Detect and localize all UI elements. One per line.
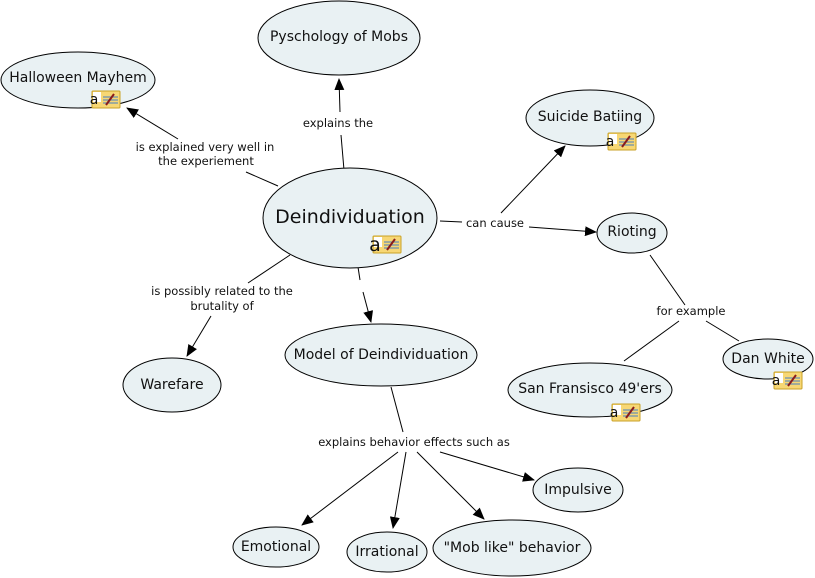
edge-rioting-to-for-example (649, 254, 686, 306)
concept-label: Rioting (607, 224, 656, 240)
edge-brutality-to-warefare (186, 315, 212, 357)
edge-for-example-to-danwhite (705, 320, 740, 342)
annotation-note-icon[interactable]: a (610, 403, 641, 422)
concept-irrational[interactable]: Irrational (346, 531, 428, 573)
svg-text:a: a (369, 234, 381, 256)
annotation-note-icon[interactable]: a (90, 90, 121, 109)
concept-rioting[interactable]: Rioting (596, 212, 668, 254)
concept-label: Irrational (355, 544, 418, 560)
edge-explains-the-to-psych (334, 78, 345, 113)
edge-explains-behavior-to-emotional (301, 451, 399, 526)
svg-text:a: a (772, 373, 781, 389)
concept-deindividuation[interactable]: Deindividuation a (262, 167, 438, 269)
concept-sf-49ers[interactable]: San Fransisco 49'ers a (507, 362, 673, 422)
concept-label: Deindividuation (275, 206, 425, 228)
edge-deind-to-model-2 (362, 291, 373, 323)
concept-label: Warefare (140, 377, 203, 393)
svg-text:a: a (90, 92, 99, 108)
edge-deind-to-explained (245, 171, 279, 187)
link-phrase-for-example[interactable]: for example (657, 304, 726, 318)
link-phrase-brutality-line2[interactable]: brutality of (190, 299, 254, 313)
edge-explains-behavior-to-irrational (389, 451, 407, 529)
edge-explains-behavior-to-impulsive (439, 451, 535, 482)
edge-can-cause-to-suicide (500, 145, 566, 214)
annotation-note-icon[interactable]: a (772, 371, 803, 390)
annotation-note-icon[interactable]: a (369, 234, 402, 256)
concept-dan-white[interactable]: Dan White a (722, 338, 814, 390)
edge-model-to-explains-behavior (390, 386, 404, 433)
concept-label: Impulsive (544, 482, 612, 498)
concept-label: San Fransisco 49'ers (518, 381, 662, 397)
connections (126, 78, 740, 529)
concept-label: Suicide Batiing (538, 109, 642, 125)
concept-suicide-baiting[interactable]: Suicide Batiing a (525, 89, 655, 151)
edge-deind-to-brutality (247, 254, 291, 284)
edge-deind-to-model (357, 266, 361, 281)
edge-explains-behavior-to-mob (416, 451, 485, 520)
link-phrase-can-cause[interactable]: can cause (466, 216, 524, 230)
concept-label: "Mob like" behavior (444, 540, 581, 556)
concept-halloween-mayhem[interactable]: Halloween Mayhem a (0, 51, 156, 109)
concept-emotional[interactable]: Emotional (232, 526, 320, 568)
concept-label: Emotional (241, 539, 311, 555)
link-phrase-explains-behavior[interactable]: explains behavior effects such as (318, 435, 510, 449)
edge-explained-to-halloween (126, 107, 179, 140)
concept-label: Halloween Mayhem (9, 70, 147, 86)
edge-deind-to-explains-the (340, 134, 345, 171)
svg-text:a: a (606, 134, 615, 150)
concept-mob-like-behavior[interactable]: "Mob like" behavior (432, 519, 592, 577)
concept-label: Model of Deindividuation (294, 347, 469, 363)
link-phrase-explained-line1[interactable]: is explained very well in (136, 140, 275, 154)
annotation-note-icon[interactable]: a (606, 132, 637, 151)
concept-warefare[interactable]: Warefare (122, 357, 222, 413)
link-phrase-brutality-line1[interactable]: is possibly related to the (151, 284, 293, 298)
edge-for-example-to-49ers (623, 320, 680, 362)
link-phrases: explains the is explained very well in t… (136, 116, 726, 449)
link-phrase-explains-the[interactable]: explains the (303, 116, 373, 130)
concept-label: Dan White (731, 351, 804, 367)
edge-deind-to-can-cause (439, 220, 463, 223)
concept-psychology-of-mobs[interactable]: Pyschology of Mobs (257, 0, 421, 76)
edge-can-cause-to-rioting (528, 226, 597, 237)
concept-impulsive[interactable]: Impulsive (532, 467, 624, 513)
link-phrase-explained-line2[interactable]: the experiement (158, 154, 254, 168)
concept-label: Pyschology of Mobs (270, 29, 408, 45)
svg-text:a: a (610, 405, 619, 421)
concept-model-of-deindividuation[interactable]: Model of Deindividuation (284, 323, 478, 387)
